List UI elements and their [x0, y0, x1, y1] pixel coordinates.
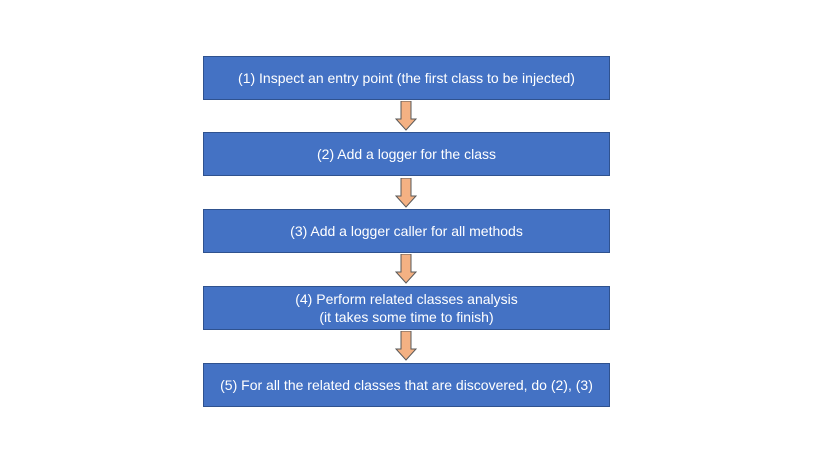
down-arrow-4 — [395, 331, 417, 361]
step-4-label-line-1: (4) Perform related classes analysis — [295, 291, 518, 307]
down-arrow-2 — [395, 178, 417, 208]
step-2-label: (2) Add a logger for the class — [317, 146, 496, 162]
step-1-box: (1) Inspect an entry point (the first cl… — [203, 56, 610, 100]
down-arrow-1 — [395, 101, 417, 131]
step-5-label: (5) For all the related classes that are… — [220, 377, 593, 393]
step-3-label: (3) Add a logger caller for all methods — [290, 223, 523, 239]
step-1-label: (1) Inspect an entry point (the first cl… — [238, 70, 575, 86]
step-3-box: (3) Add a logger caller for all methods — [203, 209, 610, 253]
down-arrow-3 — [395, 254, 417, 284]
step-4-box: (4) Perform related classes analysis (it… — [203, 286, 610, 330]
step-2-box: (2) Add a logger for the class — [203, 132, 610, 176]
step-4-label-line-2: (it takes some time to finish) — [319, 309, 494, 325]
step-5-box: (5) For all the related classes that are… — [203, 363, 610, 407]
